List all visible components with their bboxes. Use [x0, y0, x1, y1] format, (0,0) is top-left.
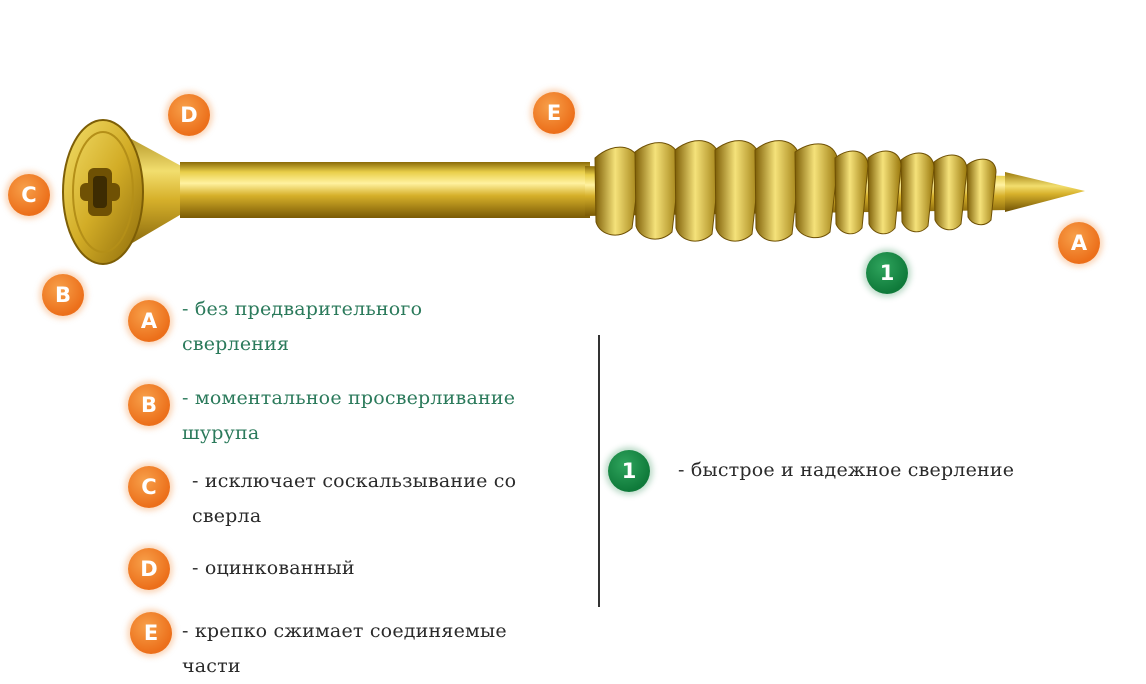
legend-b-badge: B [128, 384, 170, 426]
callout-1-badge: 1 [866, 252, 908, 294]
callout-e-badge: E [533, 92, 575, 134]
legend-b-line2: шурупа [182, 422, 260, 444]
legend-e-line1: - крепко сжимает соединяемые [182, 620, 507, 642]
legend-e-badge: E [130, 612, 172, 654]
callout-c-badge: C [8, 174, 50, 216]
legend-divider [598, 335, 600, 607]
callout-b-badge: B [42, 274, 84, 316]
callout-d-badge: D [168, 94, 210, 136]
legend-a-text: - без предварительного сверления [182, 292, 422, 362]
legend-c-text: - исключает соскальзывание со сверла [192, 464, 516, 534]
legend-1-text: - быстрое и надежное сверление [678, 453, 1014, 488]
legend-a-line1: - без предварительного [182, 298, 423, 320]
legend-e-text: - крепко сжимает соединяемые части [182, 614, 507, 684]
screw-threads [594, 140, 997, 242]
legend-c-line2: сверла [192, 505, 262, 527]
legend-c-badge: C [128, 466, 170, 508]
screw-shank [180, 162, 590, 218]
legend-1-line1: - быстрое и надежное сверление [678, 459, 1015, 481]
screw-tip [1005, 172, 1085, 212]
legend-b-line1: - моментальное просверливание [182, 387, 516, 409]
legend-d-badge: D [128, 548, 170, 590]
legend-d-text: - оцинкованный [192, 551, 355, 586]
legend-c-line1: - исключает соскальзывание со [192, 470, 517, 492]
legend-b-text: - моментальное просверливание шурупа [182, 381, 515, 451]
callout-a-badge: A [1058, 222, 1100, 264]
legend-a-line2: сверления [182, 333, 290, 355]
legend-d-line1: - оцинкованный [192, 557, 355, 579]
torx-recess [80, 168, 120, 216]
legend-1-badge: 1 [608, 450, 650, 492]
legend-e-line2: части [182, 655, 241, 677]
legend-a-badge: A [128, 300, 170, 342]
